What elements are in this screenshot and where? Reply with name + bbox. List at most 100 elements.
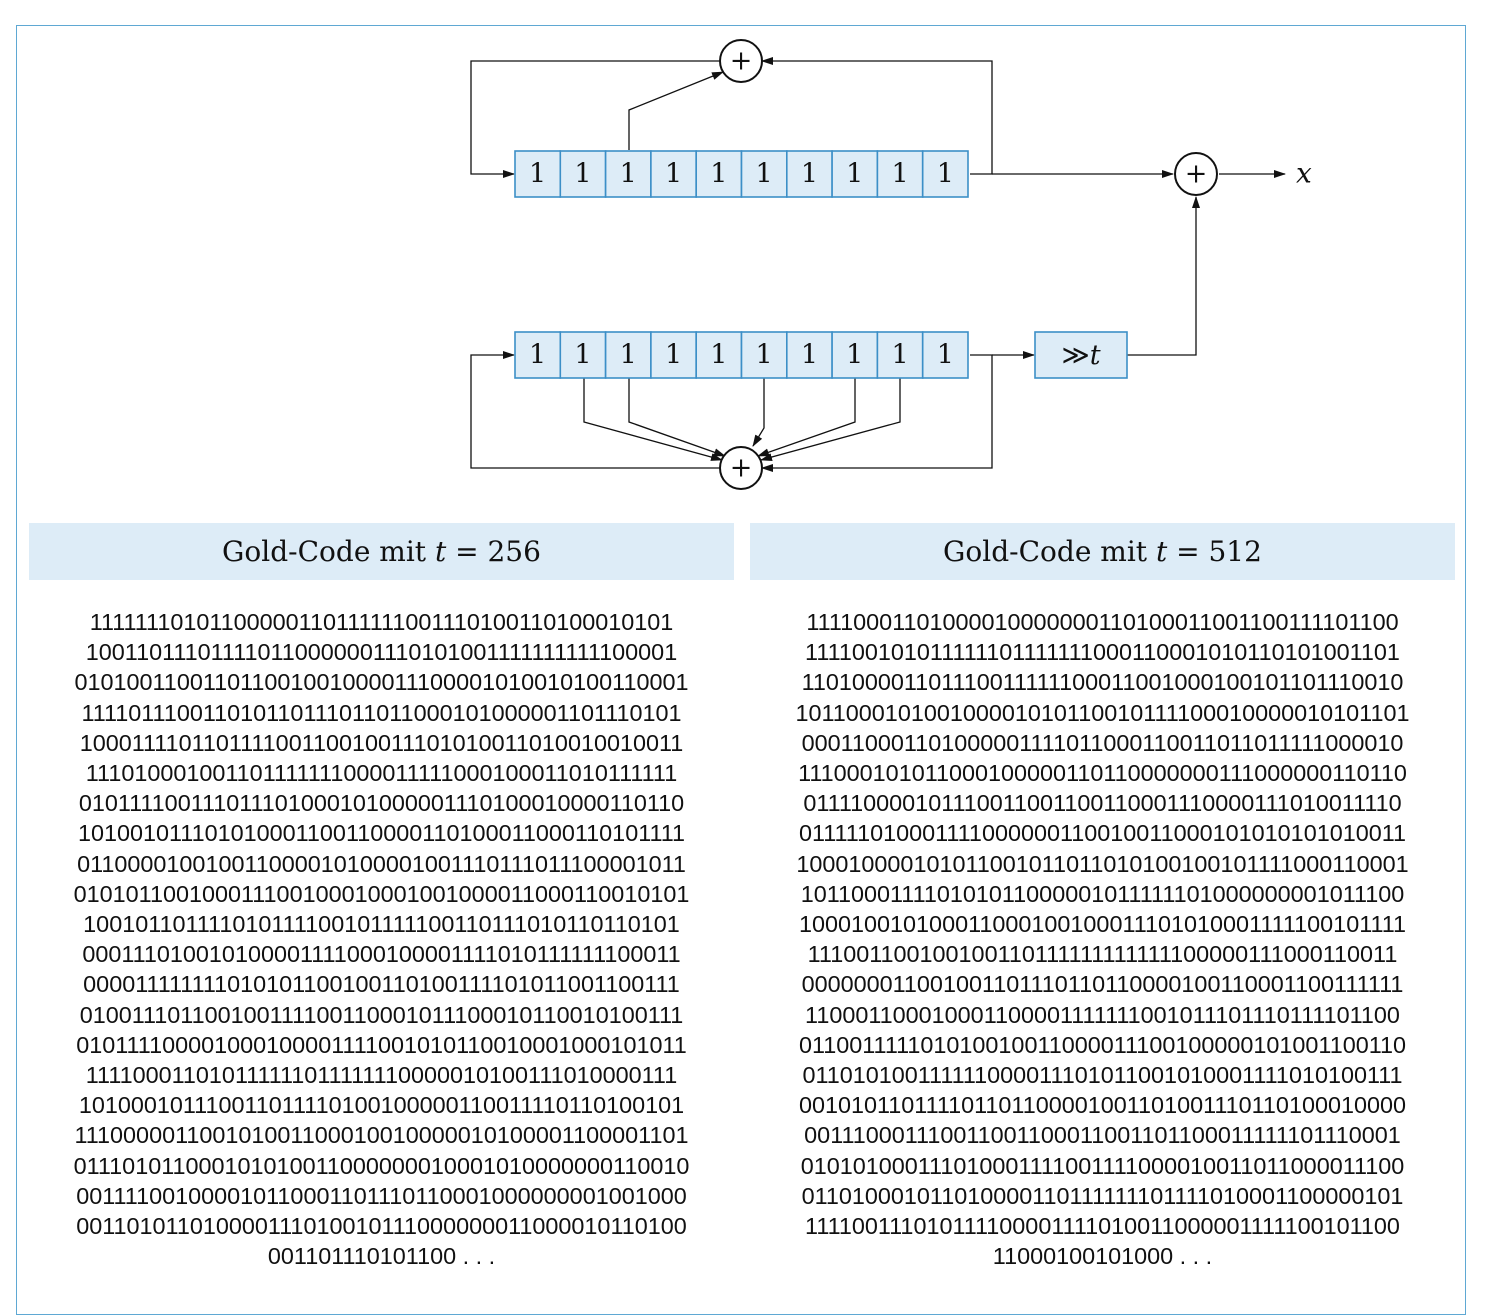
code-line: 0101011001000111001000100010010000110001… xyxy=(73,880,690,907)
code-line: 0100111011001001111001100010111000101100… xyxy=(79,1001,684,1028)
code-line: 1110011001001001101111111111111000001110… xyxy=(807,941,1398,968)
register-cell: 1 xyxy=(514,150,562,198)
register-cell: 1 xyxy=(514,331,562,379)
bottom-tap-wire-6 xyxy=(752,378,765,447)
code-line: 1111011100110101101110110110001010000011… xyxy=(81,699,682,726)
register-cell: 1 xyxy=(604,150,652,198)
register-cell-box xyxy=(650,150,698,198)
bottom-tap-wire-3 xyxy=(628,378,726,457)
register-cell-box xyxy=(559,331,607,379)
panel-title-suffix: = 512 xyxy=(1167,535,1262,568)
bottom-tap-wire-9 xyxy=(760,378,901,461)
code-line: 1000111101101111001100100111010100110100… xyxy=(79,729,684,756)
code-line: 0110000100100110000101000010011101110111… xyxy=(77,850,686,877)
code-line: 0011100011100110011000110011011000111111… xyxy=(804,1122,1401,1149)
register-bit: 1 xyxy=(891,159,908,190)
register-bit: 1 xyxy=(756,159,773,190)
output-xor-node: + xyxy=(1174,152,1218,196)
register-cell: 1 xyxy=(650,331,698,379)
register-cell: 1 xyxy=(921,331,969,379)
register-bit: 1 xyxy=(937,159,954,190)
bottom-feedback-right-wire xyxy=(761,354,993,472)
panel-title-prefix: Gold-Code mit xyxy=(222,535,435,568)
register-cell: 1 xyxy=(695,331,743,379)
code-line: 0010101101111011011000010011010011101101… xyxy=(798,1092,1407,1119)
register-cell: 1 xyxy=(785,331,833,379)
bottom-xor-node: + xyxy=(719,446,763,490)
register-bit: 1 xyxy=(846,159,863,190)
register-bit: 1 xyxy=(620,340,637,371)
code-line: 0101001100110110010010000111000010100101… xyxy=(74,669,689,696)
register-bit: 1 xyxy=(756,340,773,371)
register-bit: 1 xyxy=(801,340,818,371)
register-cell: 1 xyxy=(785,150,833,198)
register-bit: 1 xyxy=(665,159,682,190)
top-tap-wire xyxy=(628,71,724,150)
register-cell-box xyxy=(695,150,743,198)
code-line: 1011000111101010110000010111111010000000… xyxy=(800,880,1405,907)
code-line: 0110011111010100100110000111001000001010… xyxy=(798,1031,1407,1058)
register-cell: 1 xyxy=(921,150,969,198)
panel-title-suffix: = 256 xyxy=(446,535,541,568)
code-line: 0101010001110100011110011110000100110110… xyxy=(800,1152,1405,1179)
code-line: 0011010110100001110100101110000000110000… xyxy=(76,1213,687,1240)
register-cell: 1 xyxy=(740,331,788,379)
register-bit: 1 xyxy=(574,340,591,371)
top-feedback-right-wire xyxy=(761,57,993,175)
code-line: 1111001010111111011111110001100010101101… xyxy=(805,639,1400,666)
xor-symbol: + xyxy=(730,453,753,484)
register-bit: 1 xyxy=(620,159,637,190)
register-cell-box xyxy=(785,150,833,198)
code-line: 0111110100011110000001100100110001010101… xyxy=(798,820,1407,847)
code-line: 1010010111010100011001100001101000110001… xyxy=(77,820,686,847)
code-line: 1111000110100001000000011010001100110011… xyxy=(806,609,1399,635)
register-bit: 1 xyxy=(891,340,908,371)
code-line: 0001100011010000011110110001100110110111… xyxy=(801,729,1404,756)
register-bit: 1 xyxy=(529,340,546,371)
code-line: 001101110101100 . . . xyxy=(267,1243,496,1270)
register-cell: 1 xyxy=(831,150,879,198)
code-line: 1011000101001000010101100101111000100000… xyxy=(795,699,1410,726)
code-line: 11000100101000 . . . xyxy=(992,1243,1213,1270)
register-bit: 1 xyxy=(710,159,727,190)
code-line: 0111010110001010100110000000100010100000… xyxy=(73,1152,690,1179)
code-line: 1001011011110101111001011111001101110101… xyxy=(83,911,680,938)
panel-header-t512: Gold-Code mit t = 512 xyxy=(750,523,1455,580)
shift-label: ≫t xyxy=(1061,340,1100,371)
register-bit: 1 xyxy=(710,340,727,371)
register-cell-box xyxy=(921,331,969,379)
register-cell: 1 xyxy=(831,331,879,379)
code-line: 0110101001111110000111010110010100011110… xyxy=(802,1062,1403,1089)
register-cell-box xyxy=(785,331,833,379)
code-line: 0101111001110111010001010000011101000100… xyxy=(78,790,685,817)
code-line: 1000100101000110001001000111010100011111… xyxy=(798,911,1407,938)
code-line: 0111100001011100110011001100011100001110… xyxy=(803,790,1402,817)
register-cell-box xyxy=(604,150,652,198)
code-line: 1000100001010110010110110101001001011110… xyxy=(796,850,1409,877)
code-line: 0000111111110101011001001101001111010110… xyxy=(83,971,680,998)
code-line: 1111111010110000011011111100111010011010… xyxy=(89,609,674,635)
code-line: 0110100010110100001101111111011110100011… xyxy=(801,1182,1404,1209)
code-line: 1111000110101111110111111100000101001110… xyxy=(85,1062,678,1089)
register-cell: 1 xyxy=(559,150,607,198)
panel-title-prefix: Gold-Code mit xyxy=(943,535,1156,568)
code-line: 1110001010110001000001101100000001110000… xyxy=(798,760,1407,787)
register-cell-box xyxy=(604,331,652,379)
panel-title-variable: t xyxy=(1155,535,1168,568)
register-cell: 1 xyxy=(650,150,698,198)
code-line: 1101000011011100111111000110010001001011… xyxy=(801,669,1404,696)
code-line: 1110100010011011111110000111110001000110… xyxy=(85,760,678,787)
register-cell: 1 xyxy=(695,150,743,198)
shift-variable: t xyxy=(1090,340,1101,371)
code-line: 1010001011100110111101001000001100111101… xyxy=(78,1092,685,1119)
gold-code-sequence-t512: 1111000110100001000000011010001100110011… xyxy=(750,607,1455,1271)
register-cell: 1 xyxy=(559,331,607,379)
panel-header-t256: Gold-Code mit t = 256 xyxy=(29,523,734,580)
code-line: 1100011000100011000011111110010111011101… xyxy=(805,1001,1400,1028)
register-cell: 1 xyxy=(876,150,924,198)
register-cell-box xyxy=(831,150,879,198)
register-bit: 1 xyxy=(574,159,591,190)
shift-operator: ≫ xyxy=(1061,340,1089,371)
